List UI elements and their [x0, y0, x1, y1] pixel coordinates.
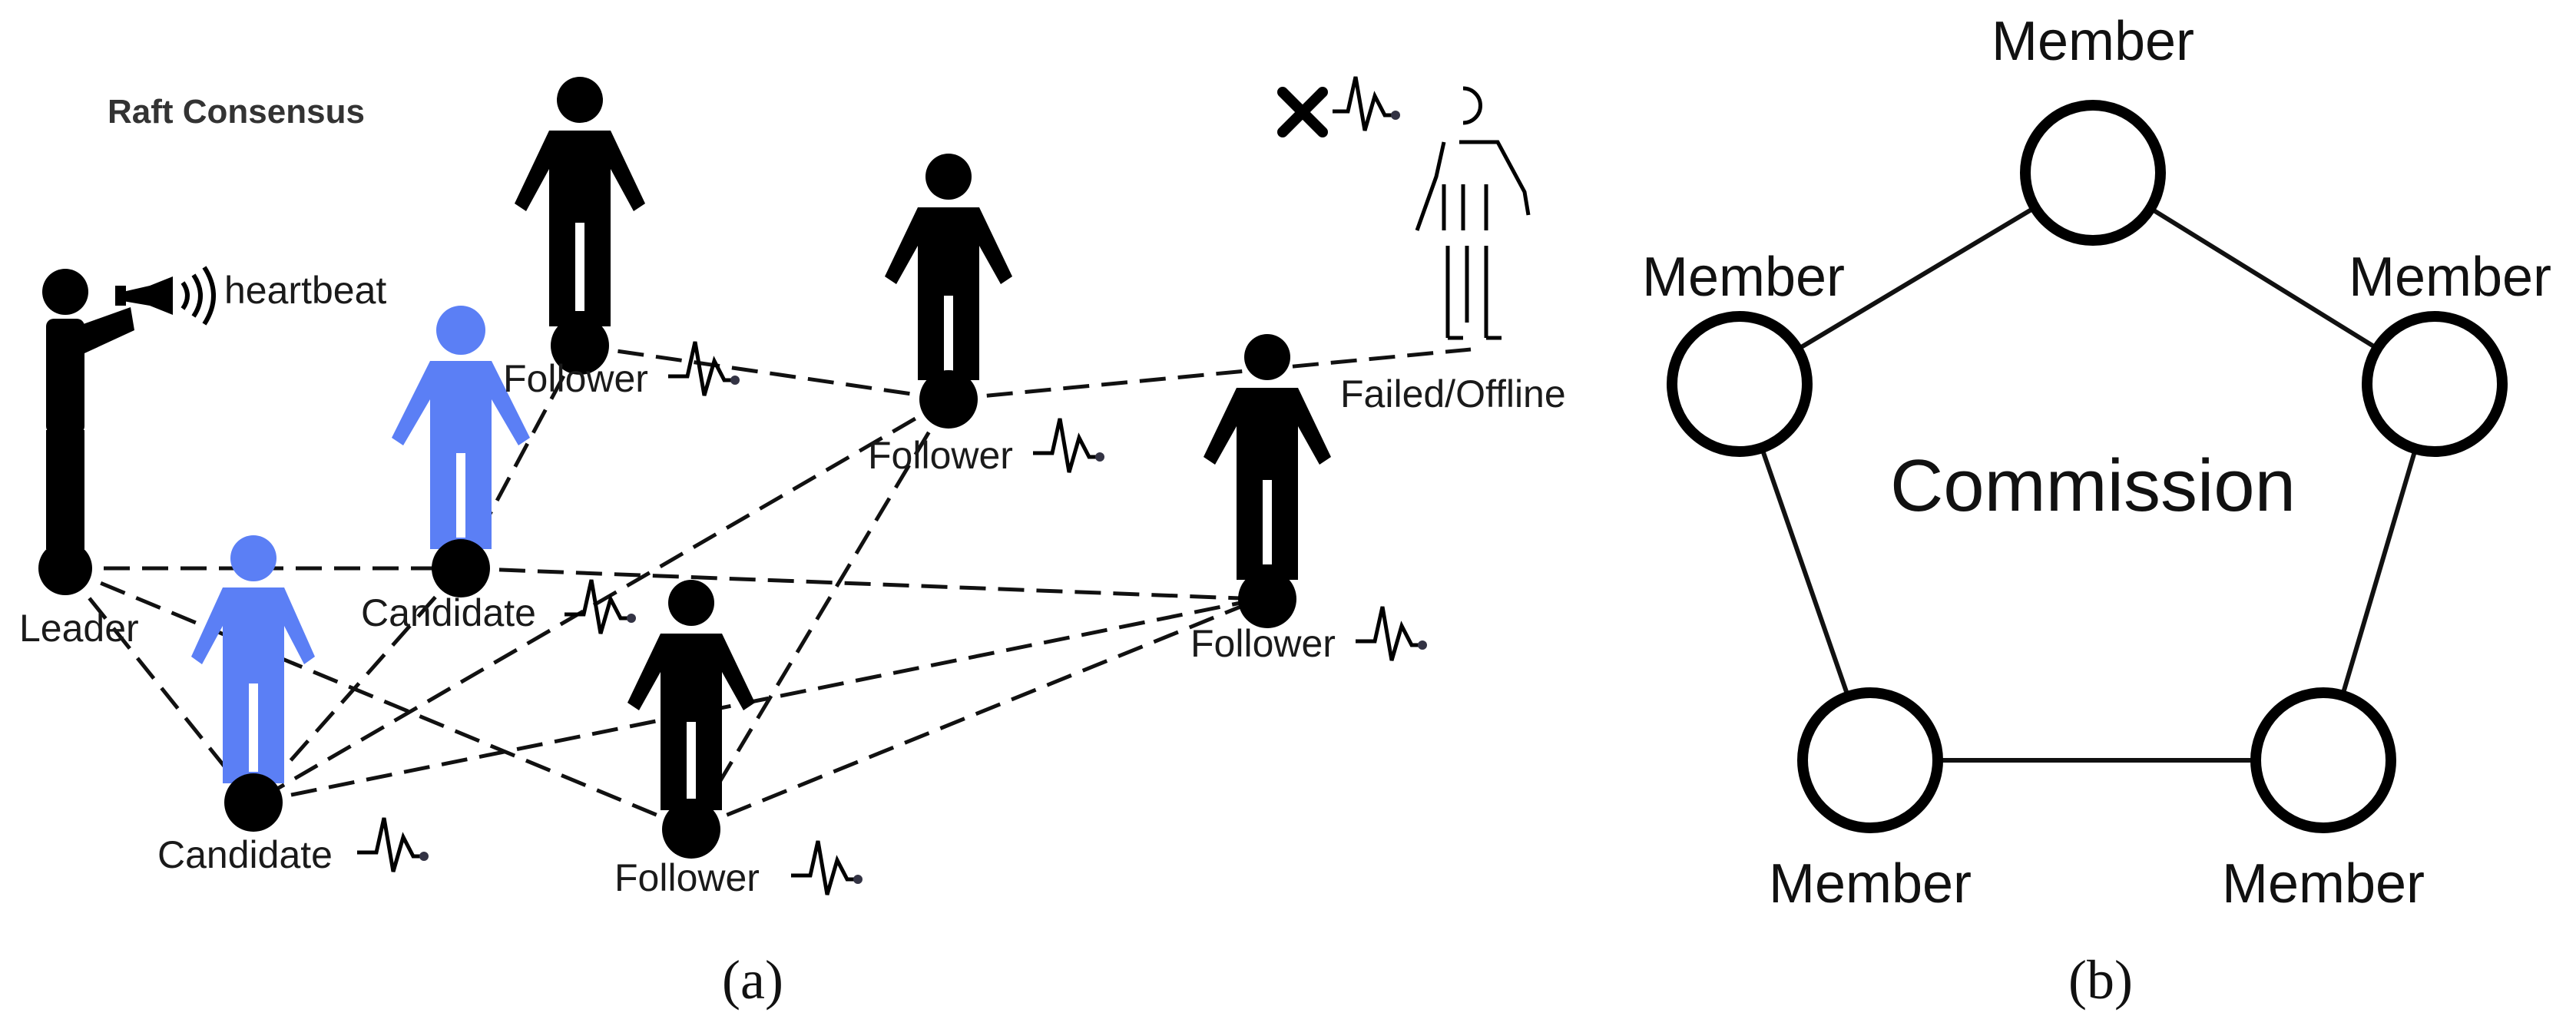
member-node: Member	[1992, 11, 2194, 246]
outline-person-icon	[1415, 86, 1531, 340]
person-icon	[38, 269, 134, 595]
pulse-dot-icon	[627, 614, 636, 623]
member-circle-icon	[2250, 687, 2396, 833]
person-icon	[627, 580, 755, 859]
member-label: Member	[1992, 11, 2194, 72]
heartbeat-pulse-icon	[565, 579, 630, 634]
heartbeat-pulse-icon	[668, 341, 733, 396]
heartbeat-pulse-icon	[1033, 418, 1098, 473]
commission-label: Commission	[1890, 445, 2296, 527]
node-failed: Failed/Offline	[1277, 76, 1566, 415]
pulse-dot-icon	[1095, 452, 1104, 462]
node-label: Follower	[503, 357, 648, 400]
pulse-dot-icon	[1391, 111, 1400, 120]
member-label: Member	[2349, 247, 2551, 308]
megaphone-icon	[115, 266, 216, 326]
heartbeat-pulse-icon	[1333, 76, 1394, 131]
member-node: Member	[1769, 687, 1972, 915]
pulse-dot-icon	[853, 875, 863, 884]
panel-a-caption: (a)	[722, 949, 783, 1011]
edge-f2-cand2	[252, 397, 950, 805]
panel-b: Member Member Member Member Member Commi…	[1642, 11, 2551, 1011]
member-node: Member	[1642, 247, 1845, 457]
pulse-dot-icon	[419, 852, 429, 861]
cross-icon	[1277, 87, 1328, 137]
heartbeat-pulse-icon	[791, 840, 856, 895]
node-label: Candidate	[157, 833, 333, 876]
node-label: Failed/Offline	[1340, 372, 1566, 415]
edge-cand2-f3	[253, 597, 1260, 805]
node-follower-2: Follower	[868, 154, 1104, 477]
member-circle-icon	[2020, 100, 2166, 246]
heartbeat-pulse-icon	[357, 817, 422, 872]
edge-f2-f4	[689, 398, 951, 831]
node-follower-4: Follower	[614, 580, 863, 899]
edge-cand1-cand2	[252, 567, 462, 804]
member-node: Member	[2222, 687, 2425, 915]
pulse-dot-icon	[1418, 640, 1427, 650]
panel-b-caption: (b)	[2068, 949, 2133, 1011]
member-label: Member	[1769, 853, 1972, 915]
person-icon	[1204, 334, 1331, 628]
member-node: Member	[2349, 247, 2551, 457]
edge-f1-f2	[579, 343, 949, 402]
member-circle-icon	[1797, 687, 1943, 833]
node-label: Follower	[868, 434, 1013, 477]
member-circle-icon	[2362, 311, 2508, 457]
node-label: Candidate	[361, 591, 536, 634]
node-label: Follower	[1190, 622, 1336, 665]
node-label: Leader	[19, 607, 139, 650]
edge-cand1-f3	[460, 566, 1260, 601]
node-leader: heartbeat Leader	[19, 266, 386, 650]
edge-leader-cand2	[64, 567, 255, 804]
pulse-dot-icon	[730, 376, 740, 385]
person-icon	[515, 77, 645, 375]
member-circle-icon	[1667, 311, 1813, 457]
person-icon	[392, 306, 530, 597]
edge-f2-failed	[948, 347, 1472, 402]
node-candidate-1: Candidate	[361, 306, 636, 634]
heartbeat-label: heartbeat	[224, 269, 386, 312]
panel-a: Raft Consensus	[19, 76, 1566, 1011]
node-label: Follower	[614, 856, 760, 899]
node-follower-1: Follower	[503, 77, 740, 400]
person-icon	[885, 154, 1012, 429]
edge-f4-f3	[690, 597, 1260, 832]
person-icon	[191, 535, 315, 832]
heartbeat-pulse-icon	[1356, 606, 1421, 661]
node-follower-3: Follower	[1190, 334, 1427, 665]
member-label: Member	[2222, 853, 2425, 915]
node-candidate-2: Candidate	[157, 535, 429, 876]
raft-edges	[64, 343, 1472, 832]
panel-a-title: Raft Consensus	[108, 93, 365, 131]
member-label: Member	[1642, 247, 1845, 308]
